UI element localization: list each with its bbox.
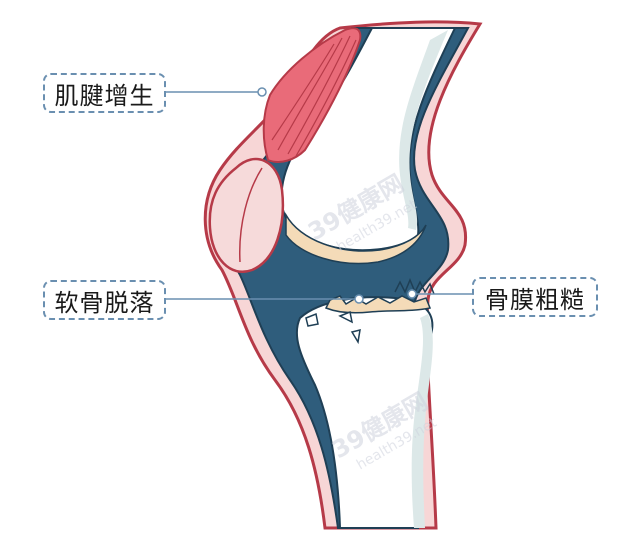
tibia-cartilage-damaged [324, 295, 432, 314]
callout-dot-tendon [257, 87, 267, 97]
femur-shadow [399, 30, 448, 230]
cartilage-fragment [350, 328, 361, 345]
tendon-fibers [271, 35, 357, 157]
label-periosteum-rough: 骨膜粗糙 [472, 277, 598, 317]
tendon [262, 27, 362, 163]
cartilage-fragment [305, 312, 319, 327]
femur-cartilage [285, 212, 427, 265]
label-cartilage-loss: 软骨脱落 [43, 280, 166, 320]
callout-dot-cartilage [354, 294, 364, 304]
callout-dot-periosteum [407, 289, 417, 299]
kneecap [208, 157, 285, 273]
tibia-shadow [411, 314, 433, 528]
cartilage-fragment [338, 310, 354, 324]
kneecap-inner-line [239, 167, 263, 263]
label-tendon-hyperplasia: 肌腱增生 [43, 73, 166, 113]
